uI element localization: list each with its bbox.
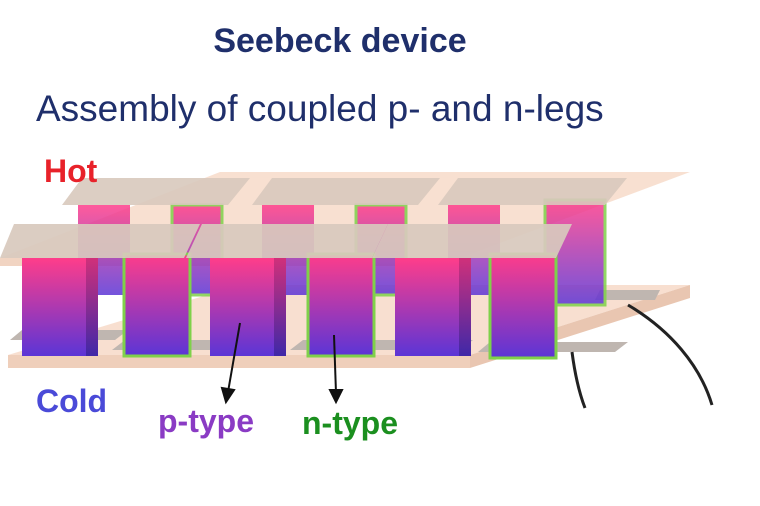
n-type-arrow <box>328 334 344 405</box>
back-top-connectors <box>62 178 627 205</box>
page-title: Seebeck device <box>213 22 467 60</box>
cold-label: Cold <box>36 383 108 419</box>
p-type-label: p-type <box>158 403 254 439</box>
front-top-connectors <box>0 224 572 258</box>
cold-plate-edge <box>8 355 470 368</box>
wire-left <box>570 351 587 409</box>
page-subtitle: Assembly of coupled p- and n-legs <box>36 88 604 129</box>
wire-right <box>627 303 714 406</box>
p-type-arrow <box>220 322 241 405</box>
hot-label: Hot <box>44 153 98 189</box>
n-type-label: n-type <box>302 405 398 441</box>
